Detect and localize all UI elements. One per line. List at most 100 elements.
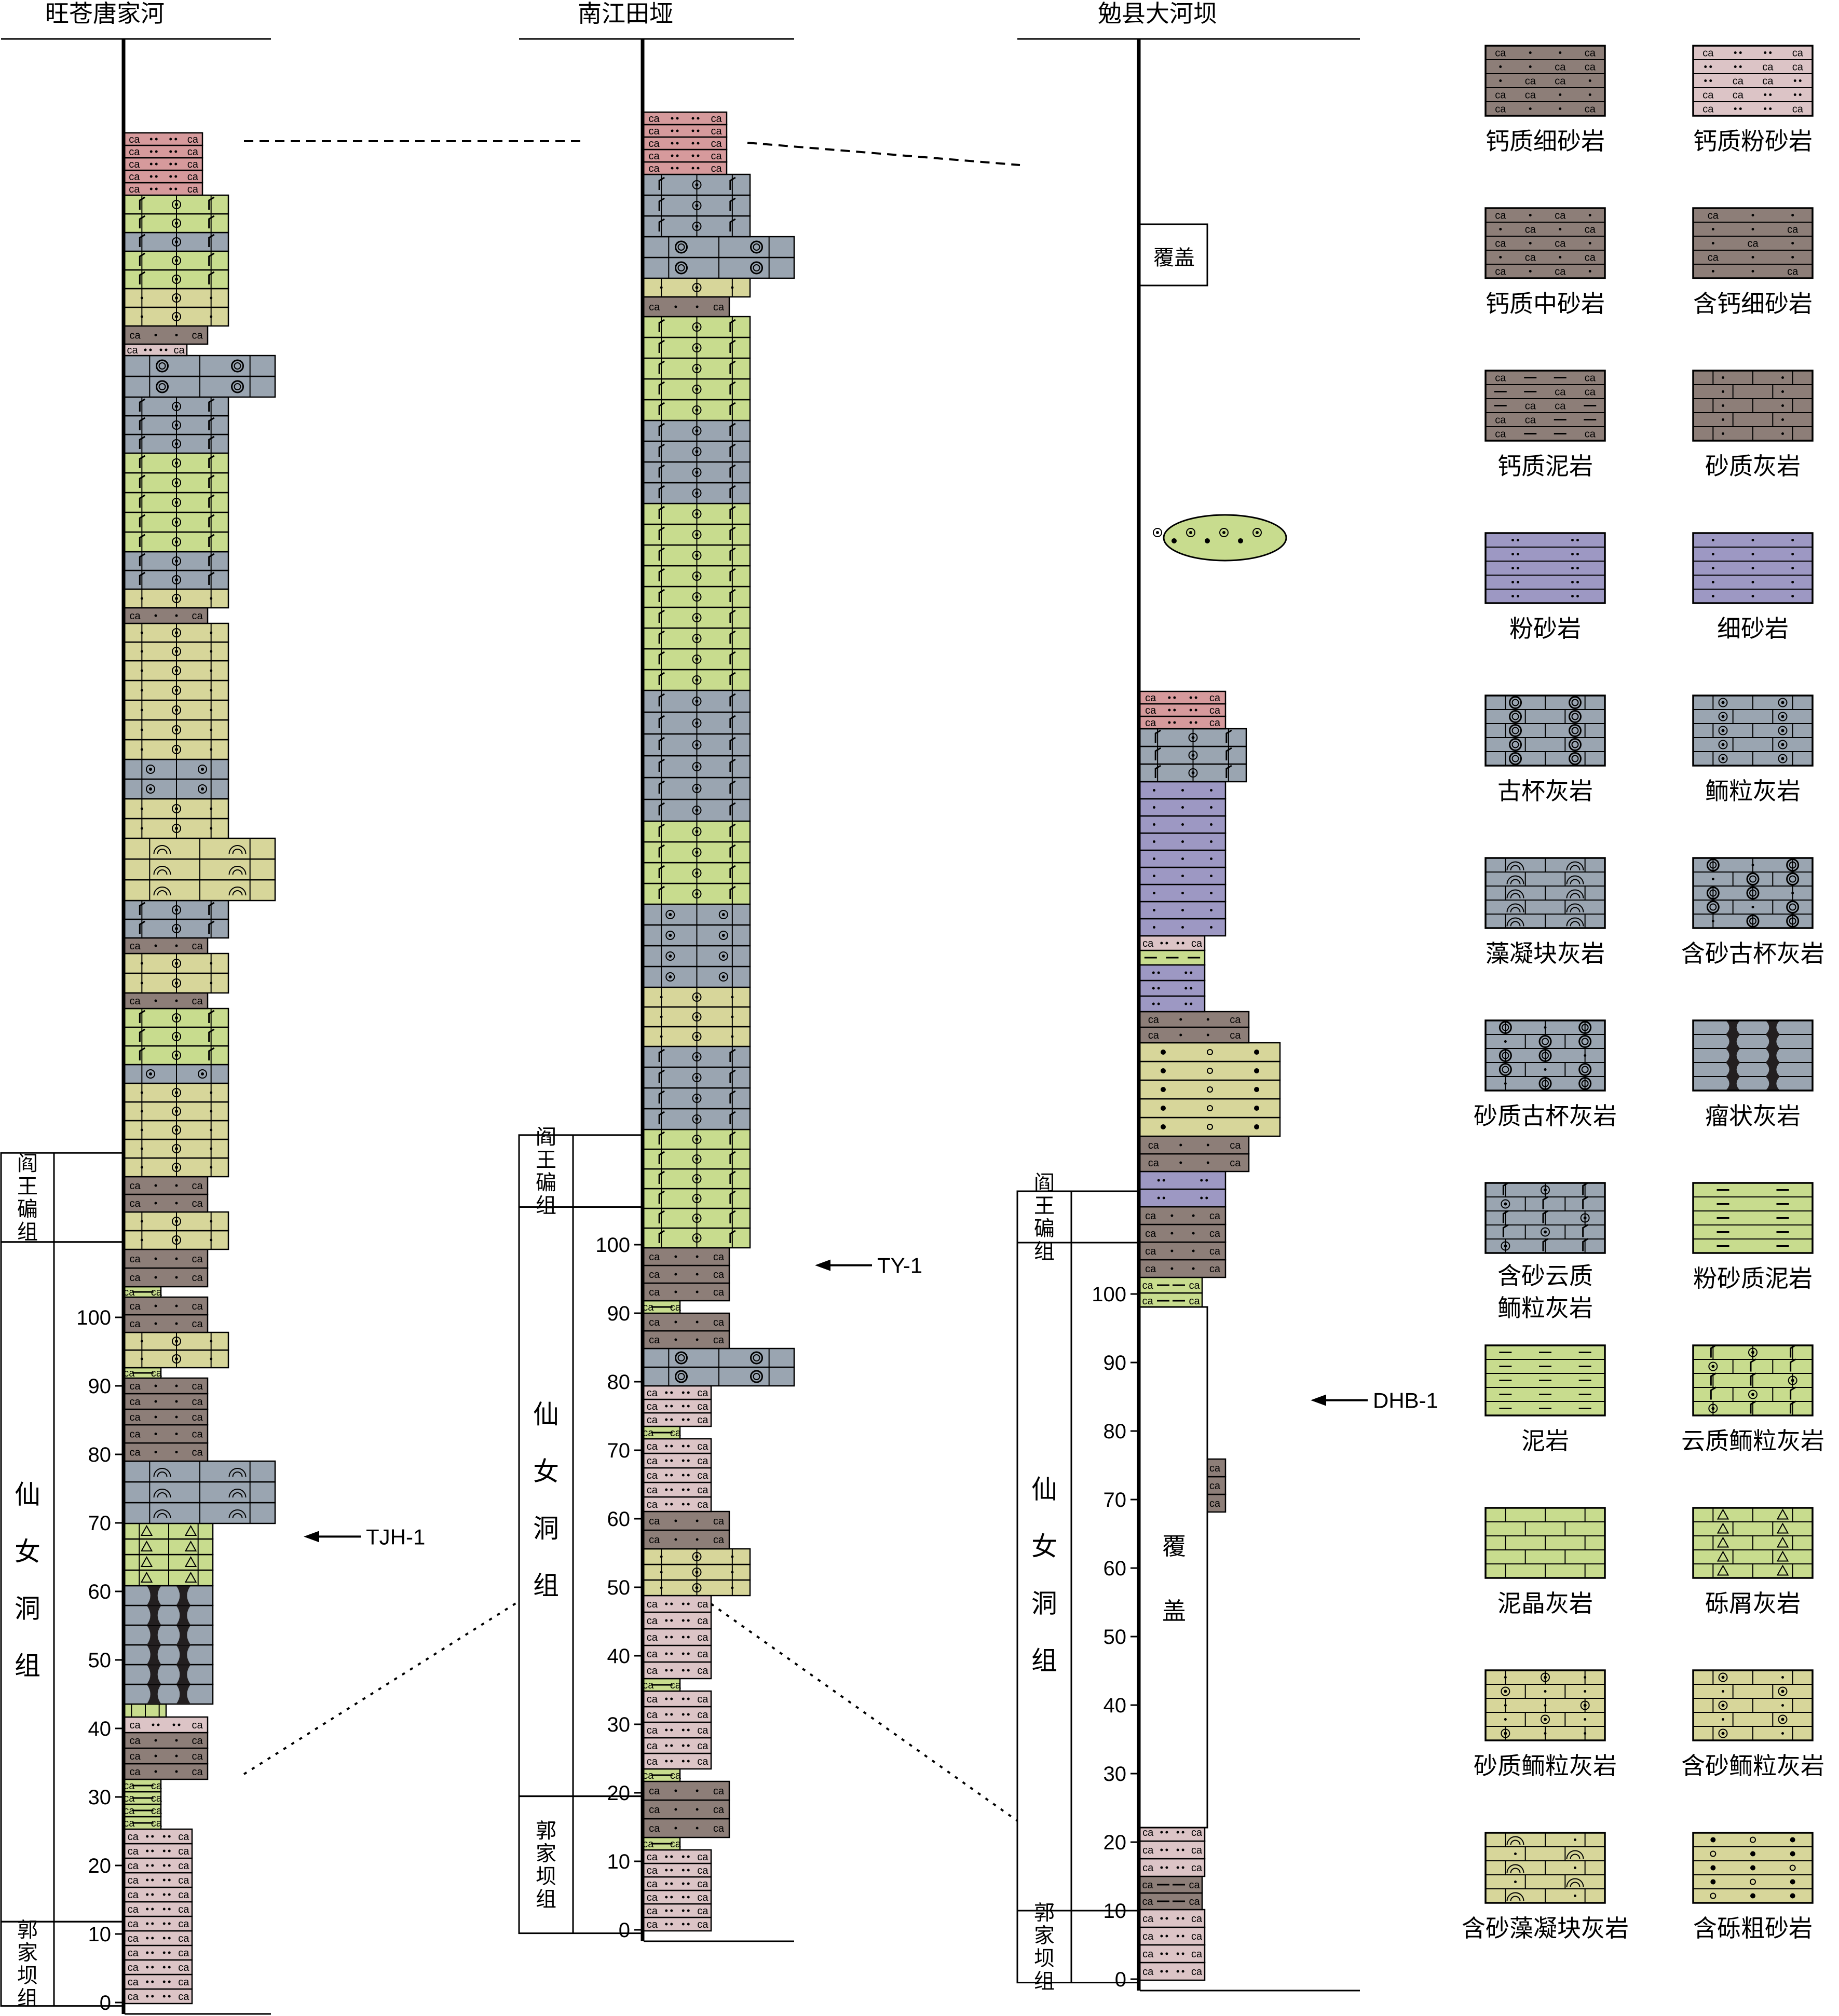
dolomite-mark — [729, 844, 736, 857]
ooid — [692, 447, 702, 456]
silt-dot — [1181, 942, 1184, 945]
silt-dot — [682, 1652, 685, 1655]
silt-dot — [149, 150, 153, 153]
sand-dot — [1529, 270, 1532, 273]
ooid-core — [175, 501, 178, 504]
ca-mark: ca — [713, 1786, 725, 1797]
legend-item: 砂质古杯灰岩 — [1474, 1019, 1617, 1130]
archaeocyath-inner — [158, 383, 166, 390]
bed-fill — [124, 1296, 209, 1316]
silt-dot — [1176, 1848, 1179, 1851]
archaeocyath-inner — [753, 264, 760, 271]
legend-label: 钙质中砂岩 — [1486, 290, 1605, 318]
gravel-triangle — [1776, 1564, 1789, 1576]
sand-dot — [1588, 93, 1591, 96]
ca-mark: ca — [1142, 1896, 1153, 1908]
coarse-grain — [1161, 1068, 1166, 1073]
legend-label: 砂质鲕粒灰岩 — [1474, 1752, 1617, 1780]
silt-dot — [149, 162, 153, 166]
sand-dot — [1751, 553, 1754, 555]
dolomite-mark — [139, 534, 146, 547]
bed-fill — [1139, 995, 1206, 1013]
archaeocyath-inner — [1571, 741, 1579, 748]
ooid-core — [1156, 531, 1159, 534]
silt-dot — [1764, 51, 1767, 54]
ooid-core — [695, 637, 699, 640]
sand-dot — [1529, 65, 1532, 68]
silt-dot — [665, 1896, 668, 1899]
archaeocyath — [1538, 1077, 1552, 1090]
ca-mark: ca — [647, 1665, 658, 1677]
sand-dot — [1588, 242, 1591, 244]
ooid-core — [175, 461, 178, 465]
bed-fill — [1139, 1944, 1206, 1964]
sand-dot — [1529, 214, 1532, 216]
ooid — [172, 420, 181, 430]
ca-mark: ca — [124, 1818, 135, 1829]
silt-dot — [146, 1893, 149, 1896]
nodule — [1765, 1077, 1780, 1091]
ooid — [1541, 1714, 1550, 1724]
bed — [1139, 1170, 1227, 1190]
nodule — [176, 1625, 191, 1645]
sand-dot — [1791, 214, 1794, 216]
dolomite-mark — [658, 443, 665, 457]
dolomite-mark — [658, 423, 665, 436]
ca-mark: ca — [697, 1725, 709, 1736]
ooid-core — [695, 183, 699, 186]
silt-dot — [1194, 696, 1197, 699]
archaeocyath — [675, 240, 688, 254]
silt-dot — [162, 1922, 166, 1925]
silt-dot — [174, 187, 178, 190]
ooid — [692, 655, 702, 664]
silt-dot — [682, 1418, 685, 1421]
silt-dot — [1157, 987, 1160, 990]
dolomite-mark — [658, 758, 665, 772]
ca-mark: ca — [697, 1615, 709, 1627]
ca-mark: ca — [647, 1455, 658, 1467]
ooid-core — [175, 827, 178, 830]
legend-label: 含砂鲕粒灰岩 — [1681, 1752, 1824, 1780]
ca-mark: ca — [1189, 1296, 1200, 1307]
sand-dot — [1791, 553, 1794, 555]
bed-fill — [643, 1706, 712, 1723]
ooid — [172, 556, 181, 566]
ooid — [198, 1069, 207, 1079]
ooid-core — [695, 225, 699, 228]
silt-dot — [682, 1713, 685, 1716]
silt-dot — [1734, 107, 1737, 110]
char: 坝 — [17, 1964, 38, 1987]
char: 碥 — [536, 1171, 556, 1195]
silt-dot — [687, 1405, 690, 1408]
silt-dot — [1734, 65, 1737, 68]
archaeocyath-inner — [1789, 917, 1796, 925]
ooid-core — [695, 1138, 699, 1141]
pebble — [1789, 1864, 1796, 1871]
sand-dot — [696, 1538, 699, 1541]
ca-mark: ca — [1209, 1480, 1221, 1492]
sand-dot — [1544, 1704, 1547, 1707]
depth-label: 100 — [1092, 1283, 1126, 1306]
archaeocyath — [231, 359, 244, 373]
ooid — [1501, 1728, 1510, 1738]
silt-dot — [1799, 79, 1802, 82]
ca-mark: ca — [192, 1720, 203, 1731]
section-title: 勉县大河坝 — [1098, 0, 1217, 28]
bed-fill — [1139, 1011, 1250, 1028]
nodule — [1725, 1077, 1740, 1091]
silt-dot — [1200, 1196, 1203, 1200]
bed — [124, 396, 229, 417]
sand-dot — [1504, 1040, 1507, 1043]
dolomite-mark — [658, 319, 665, 332]
ooid-core — [695, 286, 699, 289]
silt-dot — [687, 1882, 690, 1885]
ca-mark: ca — [649, 1516, 660, 1527]
bed-fill — [1139, 979, 1206, 997]
dolomite-mark — [208, 494, 215, 508]
sand-dot — [731, 1555, 734, 1558]
archaeocyath — [1578, 1035, 1592, 1048]
ca-mark: ca — [713, 302, 725, 313]
